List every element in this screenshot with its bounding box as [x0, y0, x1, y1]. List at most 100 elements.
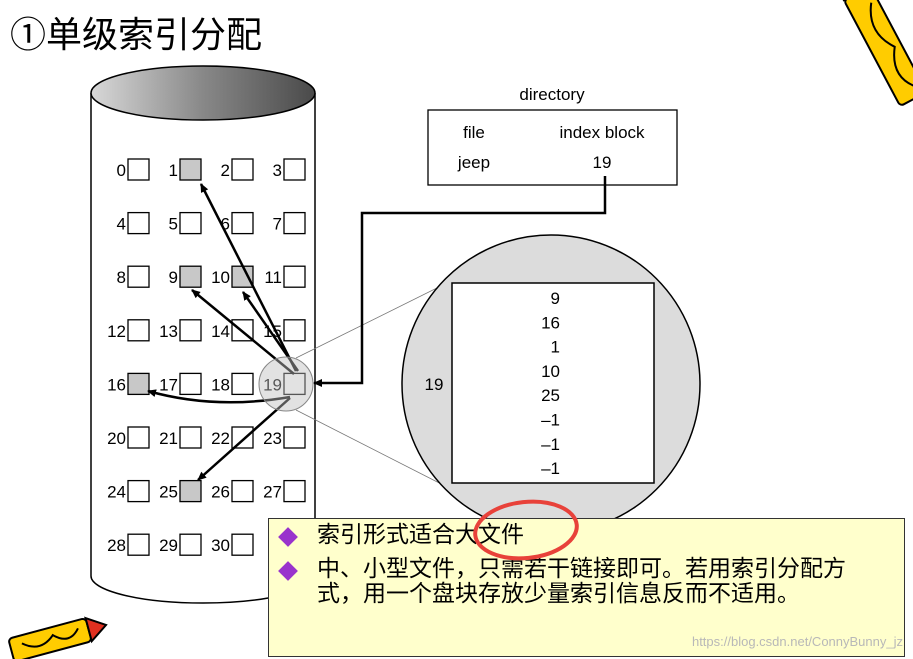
disk-block: 20	[107, 426, 150, 449]
pointer-to-block-16	[147, 389, 291, 404]
disk-block: 2	[221, 158, 254, 181]
disk-block-number: 14	[211, 322, 230, 341]
disk-block-number: 3	[273, 161, 282, 180]
disk-block: 4	[117, 211, 150, 235]
index-entry: –1	[541, 411, 560, 430]
disk-block-used	[179, 265, 202, 288]
pointer-to-block-1	[199, 183, 298, 372]
index-pointers	[147, 183, 300, 481]
directory-header-index-block: index block	[559, 123, 645, 142]
disk-block: 24	[107, 479, 150, 503]
slide-title: ①单级索引分配	[10, 15, 263, 56]
disk-block-number: 20	[107, 429, 126, 448]
watermark: https://blog.csdn.net/ConnyBunny_jz	[691, 634, 903, 649]
disk-block: 10	[211, 265, 254, 288]
disk-block: 22	[211, 426, 254, 449]
disk-block-free	[127, 265, 150, 288]
disk-block-number: 12	[107, 322, 126, 341]
directory-label: directory	[519, 85, 585, 104]
disk-block-number: 1	[169, 161, 178, 180]
index-entry: –1	[541, 435, 560, 454]
disk-block-used	[179, 479, 202, 503]
disk-block: 29	[159, 533, 202, 556]
disk-block: 17	[159, 372, 202, 396]
disk-block-number: 23	[263, 429, 282, 448]
disk-block: 0	[117, 158, 150, 181]
directory-cell-index-block: 19	[593, 153, 612, 172]
disk-block-number: 6	[221, 215, 230, 234]
disk-block-free	[231, 426, 254, 449]
disk-block-number: 18	[211, 375, 230, 394]
disk-block-number: 16	[107, 375, 126, 394]
disk-block-free	[231, 158, 254, 181]
disk-block-number: 2	[221, 161, 230, 180]
disk-block: 27	[263, 479, 306, 503]
disk-block-free	[179, 211, 202, 235]
disk-block-number: 30	[211, 536, 230, 555]
directory-pointer	[313, 176, 607, 387]
disk-block: 16	[107, 372, 150, 396]
disk-block: 18	[211, 372, 254, 396]
disk-block: 7	[273, 211, 306, 235]
disk-block-free	[231, 533, 254, 556]
disk-block-number: 26	[211, 483, 230, 502]
disk-block-number: 28	[107, 536, 126, 555]
disk-block-free	[283, 158, 306, 181]
disk-block-number: 4	[117, 215, 126, 234]
disk-block: 3	[273, 158, 306, 181]
directory: directory file index block jeep 19	[427, 85, 678, 186]
index-entry: 16	[541, 313, 560, 332]
pencil-icon-top	[835, 0, 913, 106]
disk-block-number: 11	[264, 268, 282, 287]
index-entry: –1	[541, 459, 560, 478]
index-block-box	[451, 282, 655, 484]
disk-block: 23	[263, 426, 306, 449]
disk-block: 13	[159, 319, 202, 342]
disk-block-number: 0	[117, 161, 126, 180]
disk-block: 28	[107, 533, 150, 556]
pointer-to-block-25	[197, 397, 291, 481]
disk-block-free	[283, 372, 306, 396]
pointer-to-block-10	[241, 291, 300, 372]
disk-block: 1	[169, 158, 202, 181]
disk-block: 8	[117, 265, 150, 288]
disk-block-number: 21	[159, 429, 178, 448]
note-box: 索引形式适合大文件 中、小型文件，只需若干链接即可。若用索引分配方式，用一个盘块…	[268, 518, 905, 657]
disk-block: 5	[169, 211, 202, 235]
note-small-files: 中、小型文件，只需若干链接即可。若用索引分配方式，用一个盘块存放少量索引信息反而…	[317, 556, 846, 607]
disk-block-free	[179, 372, 202, 396]
pencil-icon-bottom	[8, 616, 108, 659]
disk-block-number: 7	[273, 215, 282, 234]
index-entry: 25	[541, 386, 560, 405]
disk-block-number: 10	[211, 268, 230, 287]
disk-block-free	[127, 211, 150, 235]
directory-header-file: file	[463, 123, 485, 142]
disk-block-used	[127, 372, 150, 396]
disk-block-used	[179, 158, 202, 181]
disk-block-free	[231, 211, 254, 235]
disk-block-free	[127, 479, 150, 503]
disk-block: 26	[211, 479, 254, 503]
index-entry: 10	[541, 362, 560, 381]
disk-block-number: 8	[117, 268, 126, 287]
disk-block-free	[231, 372, 254, 396]
disk-block-free	[179, 319, 202, 342]
disk-block: 21	[159, 426, 202, 449]
disk-block-number: 17	[159, 375, 178, 394]
disk-block-free	[127, 158, 150, 181]
disk-block-number: 22	[211, 429, 230, 448]
index-block-label: 19	[425, 375, 444, 394]
disk-block-number: 9	[169, 268, 178, 287]
disk-block-free	[283, 211, 306, 235]
disk-block-number: 29	[159, 536, 178, 555]
disk-block-free	[283, 265, 306, 288]
disk-block-free	[179, 533, 202, 556]
note-large-files: 索引形式适合大文件	[317, 522, 524, 548]
disk-block-free	[283, 426, 306, 449]
disk-block: 25	[159, 479, 202, 503]
disk-block-used	[231, 265, 254, 288]
